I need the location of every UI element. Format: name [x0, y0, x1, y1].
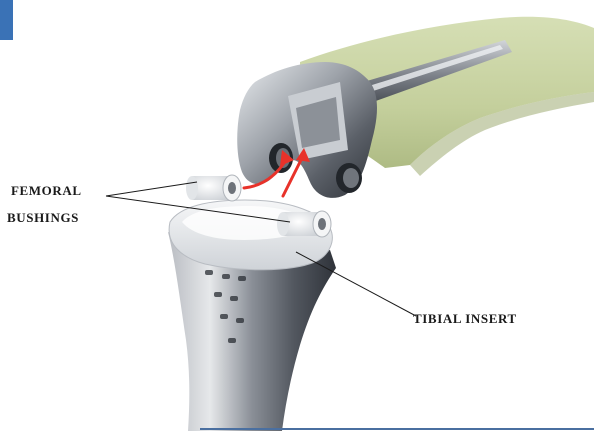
label-tibial-insert: TIBIAL INSERT: [413, 311, 517, 327]
label-femoral-bushings-line2: BUSHINGS: [7, 210, 79, 226]
femoral-hole-right-inner: [343, 168, 359, 188]
corner-tab: [0, 0, 13, 40]
femoral-bushing-right: [277, 211, 331, 237]
femoral-bushing-left: [186, 175, 241, 201]
leader-line-bushing-left: [106, 182, 197, 196]
label-femoral-bushings-line1: FEMORAL: [11, 183, 82, 199]
